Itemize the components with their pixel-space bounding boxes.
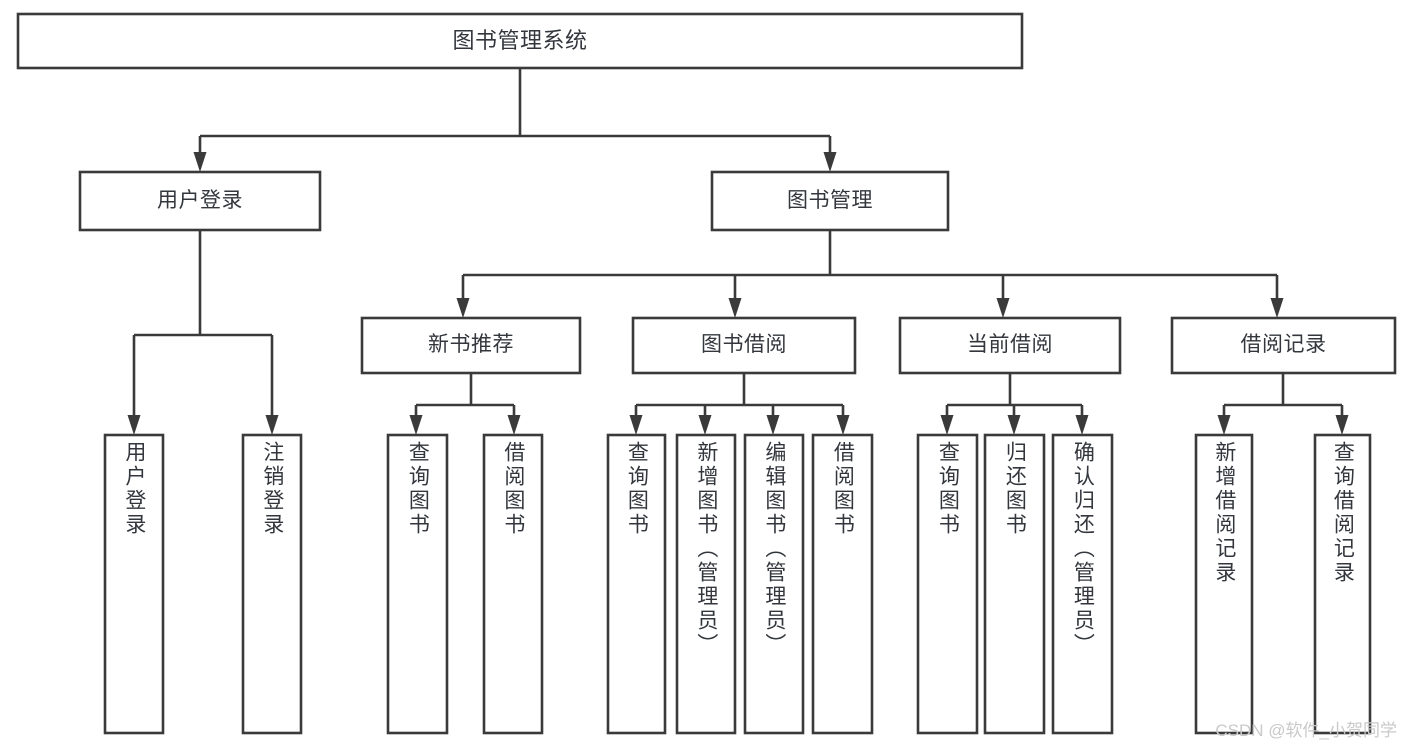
arrow-head-icon bbox=[1007, 415, 1021, 435]
node-box-leaf-borrow-book[interactable] bbox=[811, 433, 874, 735]
arrow-head-icon bbox=[507, 415, 521, 435]
arrow-head-icon bbox=[1217, 415, 1231, 435]
node-box-leaf-borrow-book-newbook[interactable] bbox=[482, 433, 544, 735]
node-box-leaf-confirm-return-admin[interactable] bbox=[1051, 433, 1114, 735]
arrow-head-icon bbox=[728, 298, 742, 318]
arrow-head-icon bbox=[127, 415, 141, 435]
connector-current-borrow-to-leaves bbox=[940, 373, 1089, 435]
node-box-leaf-add-borrow-record[interactable] bbox=[1194, 433, 1254, 735]
connector-book-manage-to-level2 bbox=[456, 230, 1284, 318]
node-box-leaf-user-login[interactable] bbox=[103, 433, 165, 735]
watermark: CSDN @软件_小贺同学 bbox=[1215, 721, 1397, 740]
node-box-leaf-logout[interactable] bbox=[241, 433, 303, 735]
arrow-head-icon bbox=[409, 415, 423, 435]
arrow-head-icon bbox=[1075, 415, 1089, 435]
node-box-new-book-recommend[interactable] bbox=[360, 316, 582, 375]
node-box-leaf-edit-book-admin[interactable] bbox=[743, 433, 805, 735]
connector-root-to-level1 bbox=[193, 68, 837, 172]
connector-book-borrow-to-leaves bbox=[629, 373, 850, 435]
arrow-head-icon bbox=[1335, 415, 1349, 435]
node-box-leaf-query-book-borrow[interactable] bbox=[606, 433, 667, 735]
connector-user-login-to-leaves bbox=[127, 230, 279, 435]
node-box-current-borrow[interactable] bbox=[898, 316, 1122, 375]
arrow-head-icon bbox=[193, 152, 207, 172]
connector-new-book-to-leaves bbox=[409, 373, 521, 435]
arrow-head-icon bbox=[1270, 298, 1284, 318]
connectors-layer bbox=[127, 68, 1349, 435]
arrow-head-icon bbox=[823, 152, 837, 172]
arrow-head-icon bbox=[265, 415, 279, 435]
boxes-layer bbox=[16, 12, 1397, 735]
node-box-root[interactable] bbox=[16, 12, 1024, 70]
arrow-head-icon bbox=[836, 415, 850, 435]
arrow-head-icon bbox=[996, 298, 1010, 318]
connector-borrow-record-to-leaves bbox=[1217, 373, 1349, 435]
node-box-book-borrow[interactable] bbox=[631, 316, 857, 375]
node-box-user-login[interactable] bbox=[78, 170, 322, 232]
arrow-head-icon bbox=[766, 415, 780, 435]
node-box-leaf-return-book[interactable] bbox=[983, 433, 1046, 735]
node-box-leaf-add-book-admin[interactable] bbox=[675, 433, 737, 735]
node-box-leaf-query-book-newbook[interactable] bbox=[386, 433, 449, 735]
arrow-head-icon bbox=[698, 415, 712, 435]
node-box-book-manage[interactable] bbox=[710, 170, 950, 232]
node-box-borrow-record[interactable] bbox=[1170, 316, 1397, 375]
arrow-head-icon bbox=[629, 415, 643, 435]
node-box-leaf-query-borrow-record[interactable] bbox=[1313, 433, 1372, 735]
arrow-head-icon bbox=[940, 415, 954, 435]
arrow-head-icon bbox=[456, 298, 470, 318]
node-box-leaf-query-book-current[interactable] bbox=[916, 433, 979, 735]
